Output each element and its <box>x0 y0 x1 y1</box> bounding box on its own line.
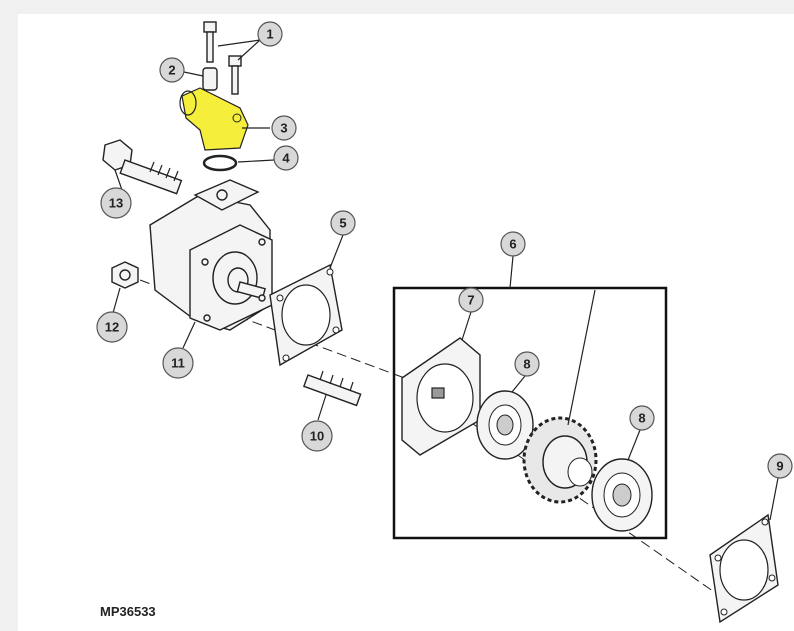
diagram-canvas: 1 2 3 4 5 6 7 8 8 9 10 11 12 13 MP36533 <box>18 14 794 631</box>
part-bearing-8a <box>476 390 534 460</box>
part-o-ring-4 <box>202 154 238 172</box>
callout-4: 4 <box>273 145 299 171</box>
callout-13: 13 <box>100 187 132 219</box>
callout-12: 12 <box>96 311 128 343</box>
callout-6: 6 <box>500 231 526 257</box>
callout-1: 1 <box>257 21 283 47</box>
leader-lines <box>112 39 779 521</box>
svg-text:11: 11 <box>171 356 185 371</box>
svg-text:12: 12 <box>105 320 119 335</box>
callout-10: 10 <box>301 420 333 452</box>
svg-text:6: 6 <box>509 237 516 252</box>
svg-text:7: 7 <box>467 293 474 308</box>
callout-11: 11 <box>162 347 194 379</box>
part-bolts-1 <box>203 21 242 95</box>
part-bearing-8b <box>591 458 653 532</box>
highlighted-fitting <box>181 87 249 151</box>
callout-7: 7 <box>458 287 484 313</box>
callout-2: 2 <box>159 57 185 83</box>
svg-text:8: 8 <box>638 411 645 426</box>
part-spacer-2 <box>202 67 218 91</box>
part-gear <box>522 416 598 504</box>
callout-5: 5 <box>330 210 356 236</box>
svg-text:3: 3 <box>280 121 287 136</box>
callout-8a: 8 <box>514 351 540 377</box>
svg-text:9: 9 <box>776 459 783 474</box>
part-housing-11 <box>149 179 273 331</box>
exploded-parts-diagram: 1 2 3 4 5 6 7 8 8 9 10 11 12 13 MP36533 <box>96 21 793 624</box>
part-gasket-5 <box>269 263 343 367</box>
part-plate-7 <box>401 337 481 456</box>
part-elbow-fitting-3 <box>179 87 249 151</box>
svg-text:10: 10 <box>310 429 324 444</box>
part-bolt-13 <box>102 139 183 195</box>
part-stud-10 <box>302 370 362 407</box>
part-nut-12 <box>111 261 139 289</box>
svg-text:13: 13 <box>109 196 123 211</box>
figure-id-label: MP36533 <box>100 604 156 619</box>
svg-text:5: 5 <box>339 216 346 231</box>
kit-box-6 <box>392 286 668 540</box>
callout-3: 3 <box>271 115 297 141</box>
svg-text:4: 4 <box>282 151 290 166</box>
callout-8b: 8 <box>629 405 655 431</box>
part-gasket-9 <box>709 513 779 624</box>
svg-text:2: 2 <box>168 63 175 78</box>
svg-text:8: 8 <box>523 357 530 372</box>
svg-text:1: 1 <box>266 27 273 42</box>
callout-9: 9 <box>767 453 793 479</box>
